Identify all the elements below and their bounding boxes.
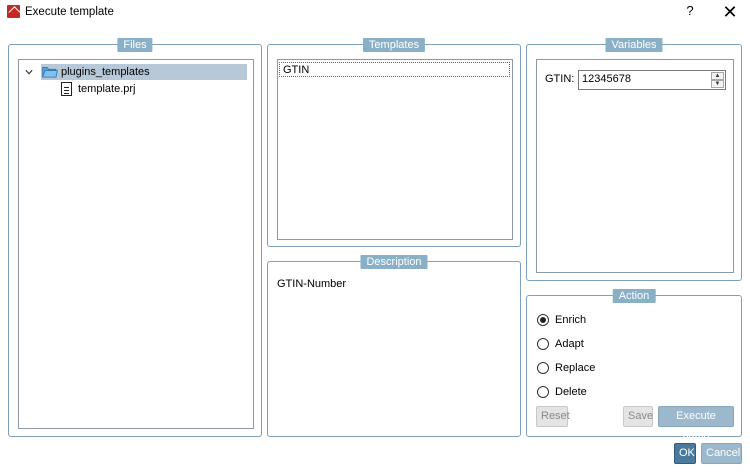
tree-item-template-prj[interactable]: template.prj	[61, 81, 241, 97]
description-group: Description GTIN-Number	[267, 255, 521, 437]
reset-button[interactable]: Reset	[536, 406, 570, 427]
app-icon	[7, 5, 20, 18]
files-tree[interactable]: plugins_templates template.prj	[18, 59, 254, 429]
variables-group-title: Variables	[605, 38, 663, 52]
save-button[interactable]: Save	[623, 406, 653, 427]
tree-item-label: plugins_templates	[61, 66, 150, 78]
files-group-title: Files	[117, 38, 153, 52]
radio-label: Replace	[555, 362, 596, 374]
help-button[interactable]: ?	[686, 3, 694, 18]
gtin-label: GTIN:	[545, 73, 575, 85]
radio-enrich[interactable]: Enrich	[537, 312, 637, 328]
files-group: Files plugins_templates template.prj	[8, 38, 262, 437]
radio-label: Adapt	[555, 338, 584, 350]
templates-group-title: Templates	[362, 38, 426, 52]
radio-delete[interactable]: Delete	[537, 384, 637, 400]
execute-batch-button[interactable]: Execute batch	[658, 406, 734, 441]
radio-label: Enrich	[555, 314, 587, 326]
tree-item-plugins-templates[interactable]: plugins_templates	[19, 64, 249, 80]
variables-panel: GTIN: 12345678 ▲ ▼	[536, 59, 734, 273]
templates-list[interactable]: GTIN	[277, 59, 513, 240]
radio-label: Delete	[555, 386, 587, 398]
cancel-button[interactable]: Cancel	[701, 443, 742, 464]
radio-adapt[interactable]: Adapt	[537, 336, 637, 352]
spin-buttons: ▲ ▼	[711, 72, 724, 88]
gtin-spinbox[interactable]: 12345678 ▲ ▼	[578, 70, 726, 90]
close-icon: ✕	[722, 2, 738, 22]
radio-button[interactable]	[537, 314, 549, 326]
radio-button[interactable]	[537, 338, 549, 350]
list-item-gtin[interactable]: GTIN	[279, 62, 510, 77]
description-group-title: Description	[360, 255, 428, 269]
ok-button[interactable]: OK	[674, 443, 696, 464]
window-title: Execute template	[25, 6, 114, 18]
action-group-title: Action	[612, 289, 656, 303]
radio-button[interactable]	[537, 362, 549, 374]
chevron-down-icon[interactable]	[25, 68, 33, 76]
file-icon	[61, 82, 72, 96]
templates-group: Templates GTIN	[267, 38, 521, 247]
action-group: Action Enrich Adapt Replace Delete Reset…	[526, 289, 742, 441]
folder-icon	[42, 67, 58, 78]
spin-down-icon[interactable]: ▼	[711, 80, 724, 88]
spin-up-icon[interactable]: ▲	[711, 72, 724, 80]
tree-item-selection: plugins_templates	[41, 64, 247, 80]
radio-button[interactable]	[537, 386, 549, 398]
gtin-value[interactable]: 12345678	[582, 73, 631, 85]
close-button[interactable]: ✕	[720, 2, 740, 22]
title-bar: Execute template ? ✕	[0, 0, 750, 28]
tree-item-label: template.prj	[78, 83, 136, 95]
radio-replace[interactable]: Replace	[537, 360, 637, 376]
variables-group: Variables GTIN: 12345678 ▲ ▼	[526, 38, 742, 281]
description-text: GTIN-Number	[277, 278, 347, 290]
